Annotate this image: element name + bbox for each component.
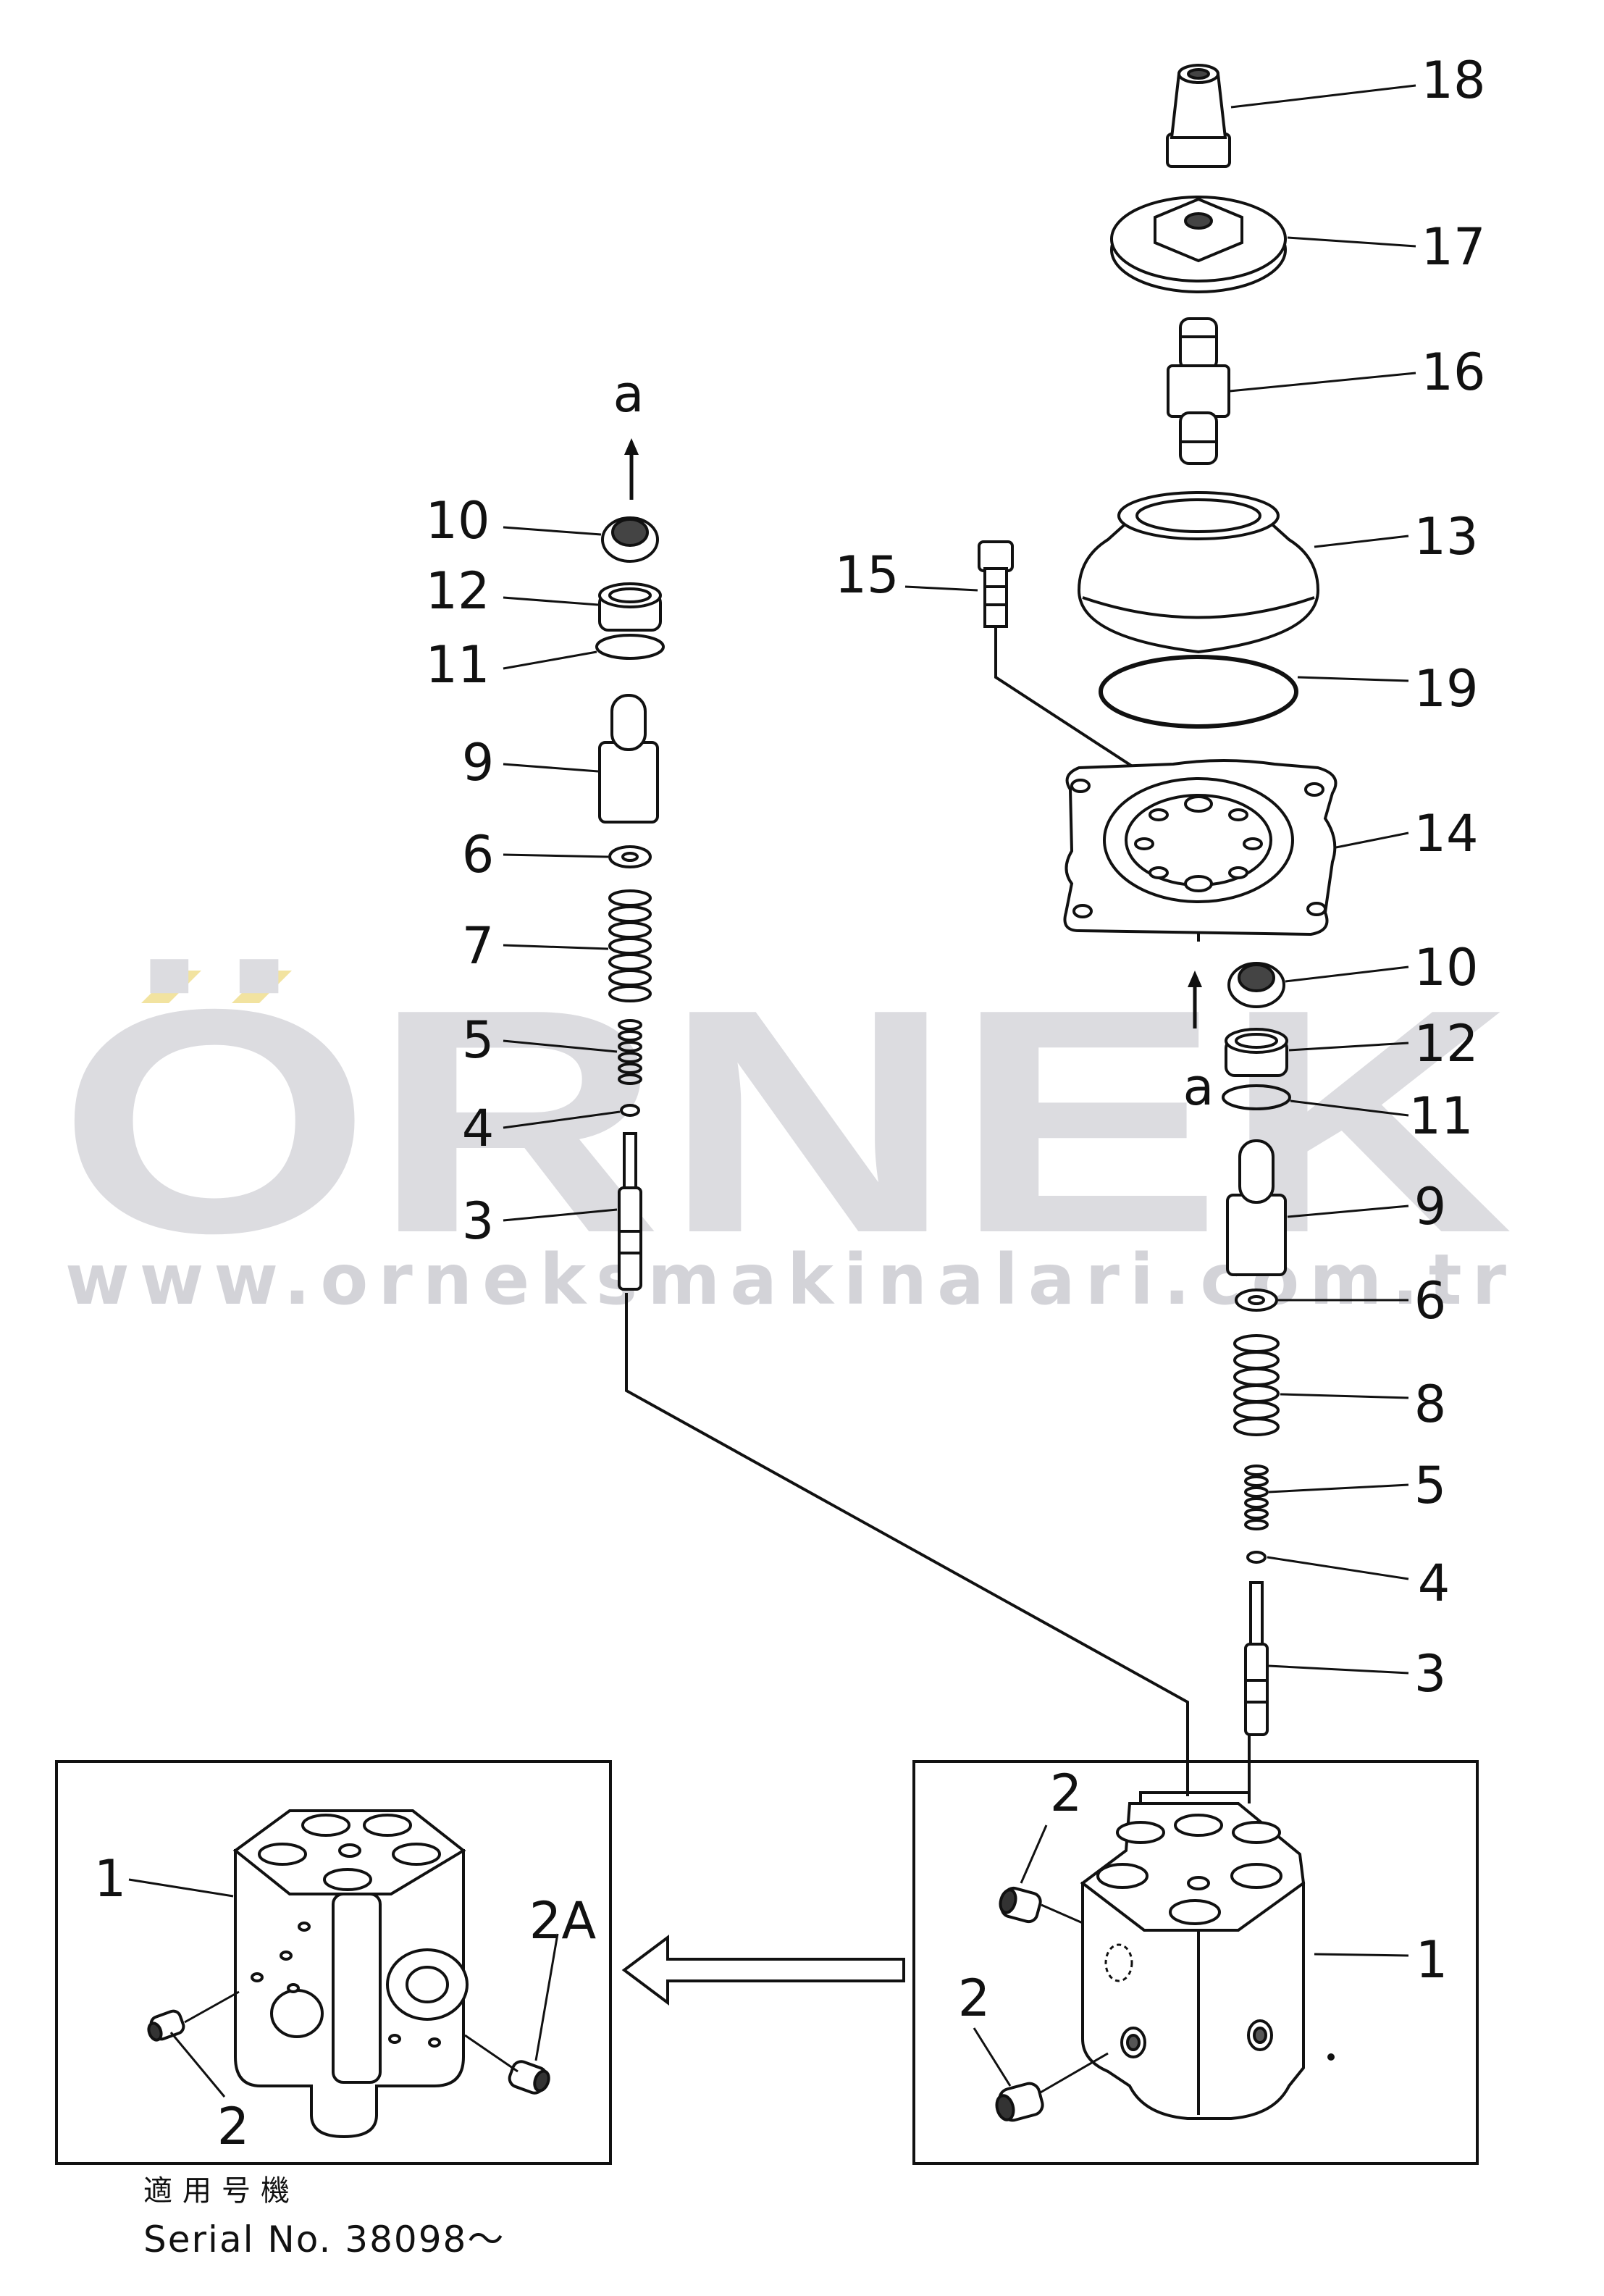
- watermark-accent-right: [232, 971, 292, 1003]
- callout-right-10: 10: [1414, 938, 1478, 997]
- callout-right-5: 5: [1414, 1456, 1447, 1515]
- callout-left-7: 7: [462, 916, 495, 976]
- part-18-cap-nut: [1166, 64, 1231, 168]
- inset-right-callout-2-bottom: 2: [958, 1969, 991, 2028]
- arrow-a-top-left: a: [613, 364, 644, 500]
- part-7-spring-left: [608, 889, 652, 1002]
- part-4-washer-right: [1246, 1551, 1267, 1564]
- part-8-spring-right: [1233, 1334, 1280, 1436]
- part-9-piston-left: [598, 694, 659, 824]
- part-6-washer-right: [1235, 1289, 1278, 1312]
- callout-right-6: 6: [1414, 1271, 1447, 1331]
- arrow-label-a-mid: a: [1183, 1057, 1214, 1117]
- callout-right-9: 9: [1414, 1177, 1447, 1236]
- leader-lines: [503, 84, 1416, 1675]
- left-stack: [595, 516, 665, 1291]
- callout-right-19: 19: [1414, 659, 1478, 718]
- part-17-plate: [1110, 196, 1287, 293]
- part-10-nut-left: [601, 516, 659, 563]
- plug-2-right-bottom: [995, 2082, 1044, 2122]
- port-connector: [1139, 1791, 1249, 1803]
- inset-left: 1 2 2A: [55, 1760, 612, 2165]
- callout-right-14: 14: [1414, 804, 1478, 863]
- scan-dot: [1327, 2053, 1335, 2061]
- plug-2a-left: [508, 2060, 550, 2095]
- inset-right-callout-1: 1: [1416, 1930, 1448, 1990]
- part-4-washer-left: [620, 1104, 640, 1117]
- callouts-right: 18 17 16 15 13 19 14 10 12 11 9 6 8 5 4 …: [834, 51, 1485, 1704]
- inset-right-callout-2-top: 2: [1050, 1764, 1083, 1823]
- serial-number: Serial No. 38098～: [143, 2219, 505, 2261]
- part-11-oring-right: [1222, 1084, 1291, 1110]
- callout-left-5: 5: [462, 1010, 495, 1070]
- callout-right-12: 12: [1414, 1014, 1478, 1073]
- right-stack: [978, 64, 1338, 1736]
- bolt-connector: [994, 627, 1164, 787]
- callout-right-18: 18: [1421, 51, 1485, 110]
- inset-left-callout-2a: 2A: [529, 1891, 597, 1951]
- view-arrow: [621, 1935, 905, 2006]
- part-5-spring-right: [1244, 1465, 1269, 1530]
- valve-body-front: [1080, 1802, 1306, 2120]
- part-9-piston-right: [1226, 1139, 1287, 1276]
- callout-right-17: 17: [1421, 217, 1485, 277]
- callout-right-3: 3: [1414, 1644, 1447, 1704]
- plug-2-left: [147, 2009, 185, 2042]
- inset-right-frame: [912, 1760, 1479, 2165]
- part-12-bushing-left: [598, 582, 662, 632]
- left-stack-connector: [625, 1293, 1189, 1796]
- callout-right-16: 16: [1421, 343, 1485, 402]
- part-15-bolt: [978, 540, 1014, 628]
- callouts-left: 10 12 11 9 6 7 5 4 3: [425, 491, 494, 1251]
- watermark-accent-left: [141, 971, 201, 1003]
- watermark: ÖRNEK www.orneksmakinalari.com.tr: [58, 944, 1513, 1320]
- inset-right: 2 2 1: [912, 1760, 1479, 2165]
- part-14-plate: [1063, 759, 1338, 937]
- part-6-washer-left: [608, 845, 652, 868]
- part-12-bushing-right: [1225, 1028, 1288, 1077]
- callout-left-3: 3: [462, 1191, 495, 1251]
- callout-left-9: 9: [462, 733, 495, 792]
- callout-right-4: 4: [1418, 1554, 1450, 1613]
- part-5-spring-left: [618, 1019, 642, 1085]
- inset-left-callout-1: 1: [94, 1849, 127, 1909]
- callout-left-11: 11: [425, 635, 490, 695]
- callout-left-6: 6: [462, 825, 495, 884]
- part-19-oring: [1099, 655, 1298, 729]
- applicable-model-label: 適用号機: [143, 2174, 300, 2208]
- part-16-joint: [1167, 317, 1230, 465]
- arrow-a-mid-right: a: [1183, 971, 1214, 1117]
- callout-right-15: 15: [834, 545, 899, 605]
- callout-left-10: 10: [425, 491, 490, 550]
- part-13-boot: [1077, 491, 1320, 654]
- valve-body-rear: [232, 1809, 469, 2139]
- inset-left-frame: [55, 1760, 612, 2165]
- callout-right-8: 8: [1414, 1375, 1447, 1434]
- part-3-spool-left: [618, 1132, 642, 1291]
- callout-left-4: 4: [462, 1099, 495, 1158]
- part-10-nut-right: [1227, 962, 1285, 1008]
- arrow-label-a-top: a: [613, 364, 644, 424]
- part-11-oring-left: [595, 634, 665, 660]
- callout-right-13: 13: [1414, 507, 1478, 566]
- plug-2-right-top: [999, 1886, 1042, 1924]
- callout-right-11: 11: [1408, 1086, 1473, 1146]
- inset-left-callout-2: 2: [217, 2097, 250, 2156]
- part-3-spool-right: [1244, 1581, 1269, 1736]
- callout-left-12: 12: [425, 561, 490, 621]
